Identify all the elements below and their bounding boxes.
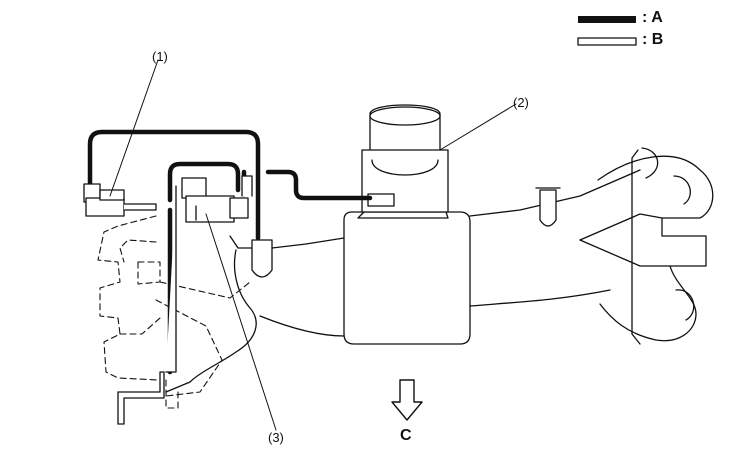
callout-1: (1): [152, 49, 168, 64]
legend: [577, 16, 637, 46]
hose-b: [117, 185, 177, 425]
hose-a: [87, 129, 373, 375]
legend-swatch-b: [577, 37, 637, 46]
component-3-solenoid: [181, 175, 253, 223]
legend-label-a: : A: [642, 9, 663, 26]
exhaust-manifold: [97, 215, 251, 409]
down-arrow-icon: [391, 379, 423, 421]
vacuum-nipple-right: [539, 189, 557, 227]
leader-lines: [109, 59, 517, 431]
direction-label: C: [400, 427, 412, 444]
component-1-valve: [83, 183, 157, 217]
callout-2: (2): [513, 95, 529, 110]
throttle-body: [357, 104, 449, 219]
legend-swatch-a: [578, 16, 636, 23]
callout-3: (3): [268, 430, 284, 445]
legend-label-b: : B: [642, 31, 664, 48]
vacuum-fitting-left: [251, 239, 273, 278]
